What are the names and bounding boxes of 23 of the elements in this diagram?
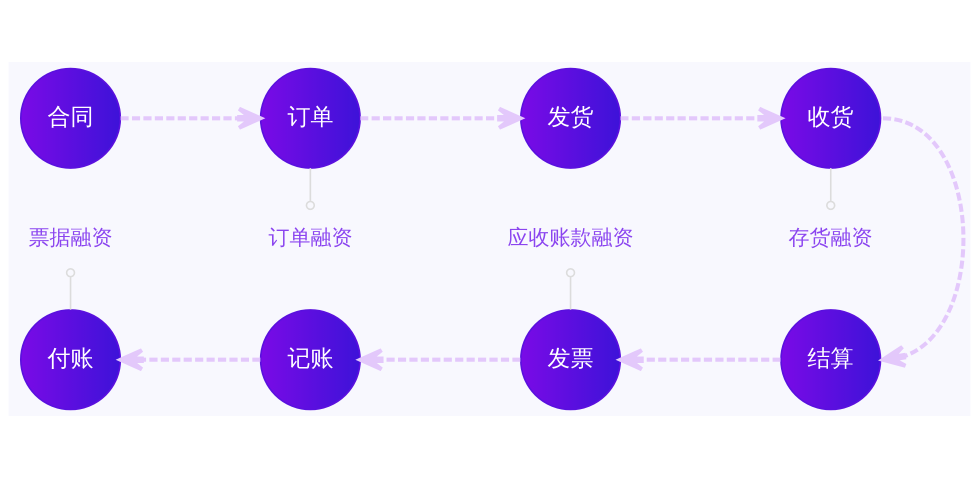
connector: [66, 268, 76, 310]
node-circle: 发货: [520, 67, 622, 168]
connector: [826, 168, 836, 210]
arrow: [118, 348, 260, 371]
node-circle: 发票: [520, 308, 622, 410]
node-circle: 收货: [780, 67, 882, 168]
connector: [306, 168, 316, 210]
connector: [566, 268, 576, 310]
node-circle: 合同: [20, 67, 122, 168]
node-text: 存货融资: [788, 224, 873, 250]
arrow: [358, 348, 520, 371]
node-text: 应收账款融资: [508, 224, 634, 250]
arrow: [360, 106, 522, 130]
node-circle: 订单: [260, 67, 361, 168]
node-circle: 结算: [780, 308, 882, 410]
arrow: [880, 116, 966, 368]
arrow: [620, 106, 783, 130]
node-text: 订单融资: [268, 224, 352, 250]
node-circle: 记账: [260, 308, 361, 410]
node-circle: 付账: [20, 308, 122, 410]
node-text: 票据融资: [28, 224, 113, 250]
arrow: [618, 348, 781, 371]
arrow: [120, 106, 262, 130]
